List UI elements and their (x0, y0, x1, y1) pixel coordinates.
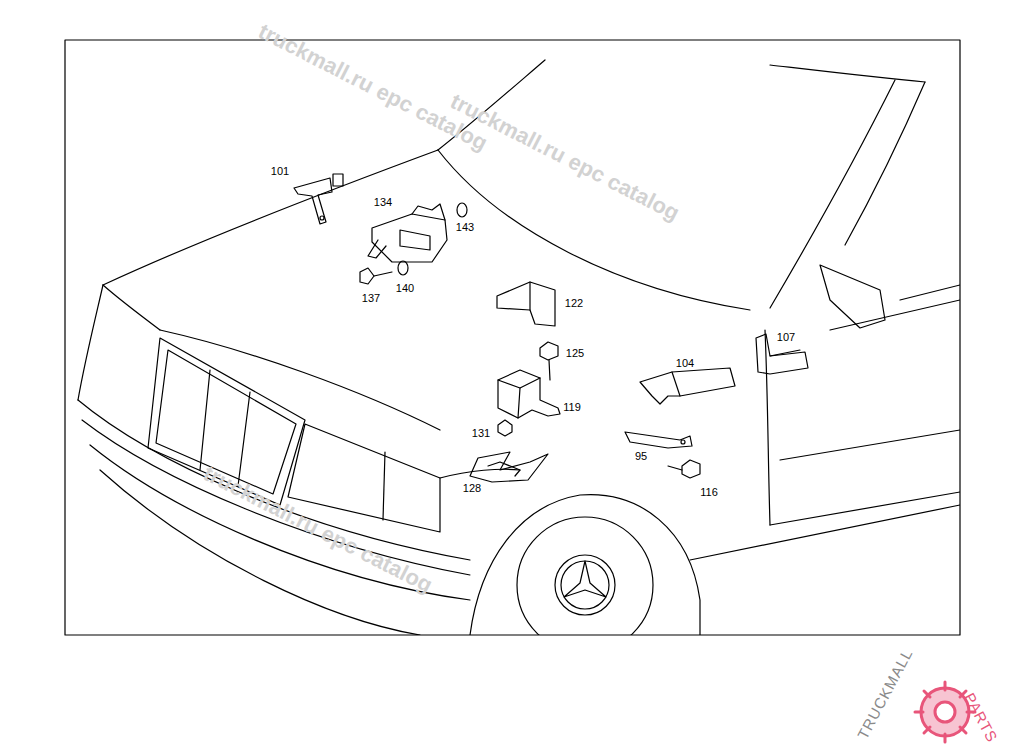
callout-number: 107 (776, 331, 796, 343)
parts (294, 174, 808, 482)
callout-number: 116 (699, 486, 719, 498)
callout-number: 95 (634, 450, 648, 462)
watermark: truckmall.ru epc catalog (255, 19, 491, 155)
car-body (78, 60, 960, 635)
logo-text: TRUCKMALL (855, 646, 916, 742)
callout-number: 134 (373, 196, 393, 208)
callout-number: 101 (270, 165, 290, 177)
logo-gear (915, 682, 975, 742)
callout-number: 122 (564, 297, 584, 309)
callout-number: 119 (562, 401, 582, 413)
logo-text: PARTS (961, 690, 1001, 745)
callout-number: 128 (462, 482, 482, 494)
callout-number: 143 (455, 221, 475, 233)
frame (65, 40, 960, 635)
watermark: truckmall.ru epc catalog (447, 89, 683, 225)
callout-number: 131 (471, 427, 491, 439)
callout-number: 140 (395, 282, 415, 294)
callout-number: 137 (361, 292, 381, 304)
watermark: truckmall.ru epc catalog (200, 461, 436, 597)
callout-number: 125 (565, 347, 585, 359)
callout-number: 104 (675, 357, 695, 369)
